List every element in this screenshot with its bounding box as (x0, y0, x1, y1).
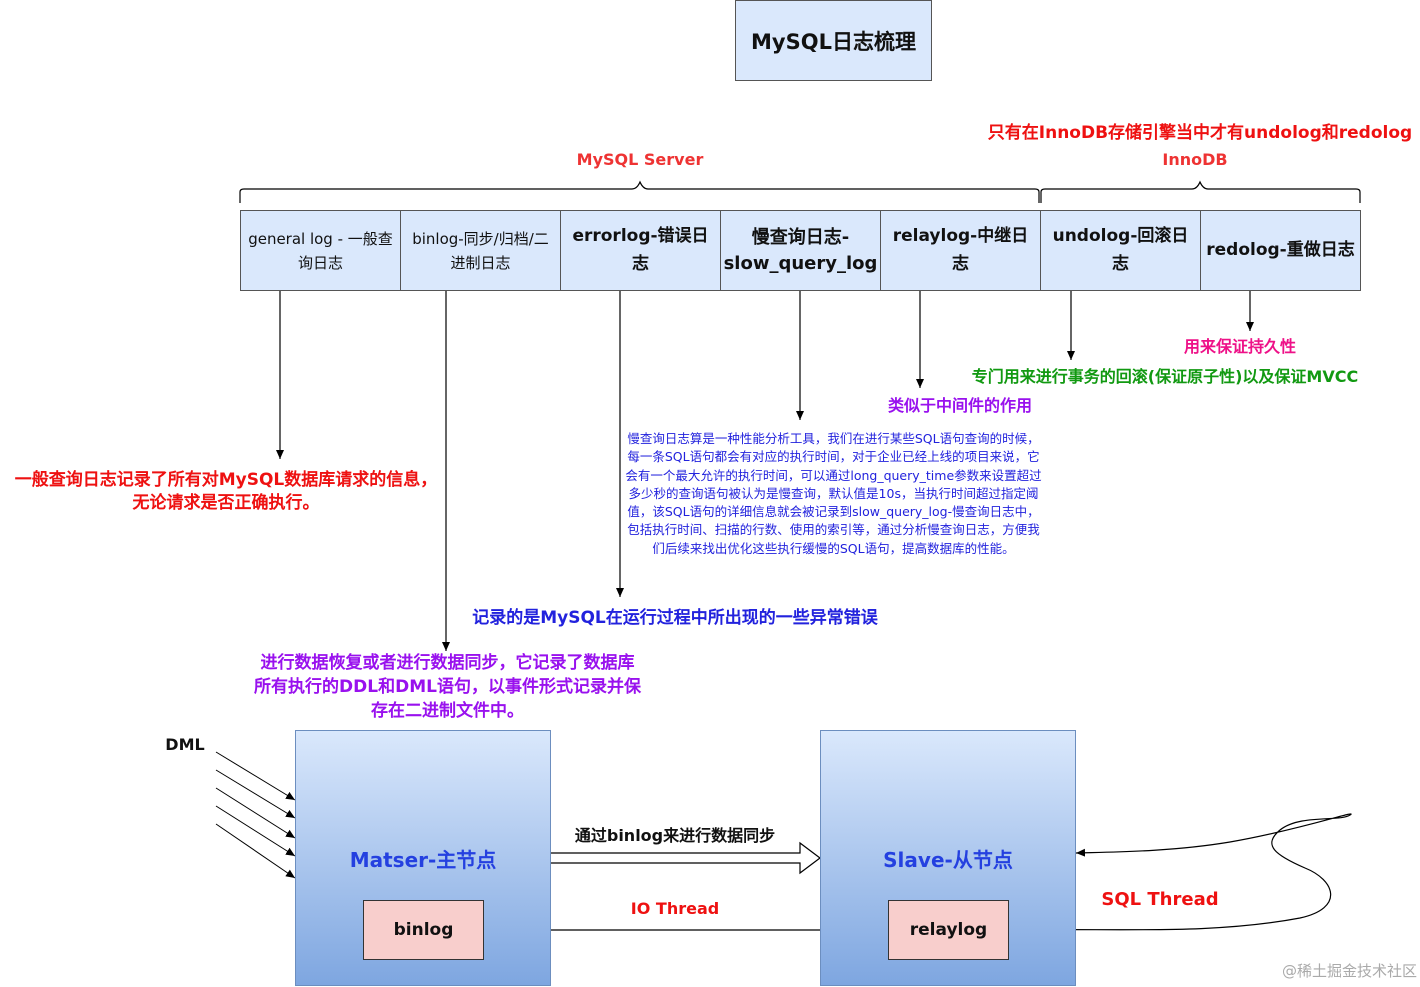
master-label: Matser-主节点 (349, 848, 497, 872)
relay-note: 类似于中间件的作用 (887, 396, 1032, 415)
binlog-note: 进行数据恢复或者进行数据同步，它记录了数据库 所有执行的DDL和DML语句，以事… (205, 651, 690, 723)
slave-node: Slave-从节点 relaylog (820, 730, 1076, 986)
slave-label: Slave-从节点 (883, 848, 1013, 872)
binlog-note-line2: 所有执行的DDL和DML语句，以事件形式记录并保 (254, 677, 641, 697)
master-node: Matser-主节点 binlog (295, 730, 551, 986)
sync-arrow (549, 841, 821, 875)
log-undolog: undolog-回滚日志 (1040, 210, 1201, 291)
log-binlog: binlog-同步/归档/二进制日志 (400, 210, 561, 291)
dml-label: DML (165, 735, 205, 754)
log-general: general log - 一般查询日志 (240, 210, 401, 291)
redo-note: 用来保证持久性 (1183, 337, 1296, 356)
log-slow-query: 慢查询日志-slow_query_log (720, 210, 881, 291)
sql-thread-curve (1007, 813, 1352, 931)
server-brace (239, 180, 1040, 203)
io-thread-label: IO Thread (630, 899, 720, 918)
log-redolog: redolog-重做日志 (1200, 210, 1361, 291)
group-label-server: MySQL Server (576, 150, 704, 169)
general-note: 一般查询日志记录了所有对MySQL数据库请求的信息， 无论请求是否正确执行。 (0, 469, 452, 515)
log-general-line1: general log - 一般查 (248, 229, 393, 248)
innodb-note: 只有在InnoDB存储引擎当中才有undolog和redolog (987, 123, 1413, 143)
log-binlog-line1: binlog-同步/归档/二 (412, 229, 549, 248)
slave-relaylog-box: relaylog (888, 900, 1009, 960)
binlog-note-line1: 进行数据恢复或者进行数据同步，它记录了数据库 (260, 653, 635, 673)
log-slow-line1: 慢查询日志- (751, 227, 850, 249)
sql-thread-label: SQL Thread (1101, 889, 1219, 910)
general-note-line2: 无论请求是否正确执行。 (132, 493, 320, 513)
log-binlog-line2: 进制日志 (450, 253, 511, 272)
group-label-innodb: InnoDB (1162, 150, 1228, 169)
watermark: @稀土掘金技术社区 (1281, 962, 1417, 980)
binlog-note-line3: 存在二进制文件中。 (371, 701, 524, 721)
innodb-brace (1040, 180, 1361, 203)
log-general-line2: 询日志 (297, 253, 343, 272)
undo-note: 专门用来进行事务的回滚(保证原子性)以及保证MVCC (971, 367, 1359, 386)
log-slow-line2: slow_query_log (723, 252, 878, 274)
master-binlog-box: binlog (363, 900, 484, 960)
page-title: MySQL日志梳理 (735, 0, 932, 81)
slow-query-note: 慢查询日志算是一种性能分析工具，我们在进行某些SQL语句查询的时候，每一条SQL… (625, 431, 1042, 556)
general-note-line1: 一般查询日志记录了所有对MySQL数据库请求的信息， (14, 470, 438, 490)
log-errorlog: errorlog-错误日志 (560, 210, 721, 291)
log-relaylog: relaylog-中继日志 (880, 210, 1041, 291)
errorlog-note: 记录的是MySQL在运行过程中所出现的一些异常错误 (472, 608, 878, 628)
sync-label: 通过binlog来进行数据同步 (574, 826, 776, 845)
